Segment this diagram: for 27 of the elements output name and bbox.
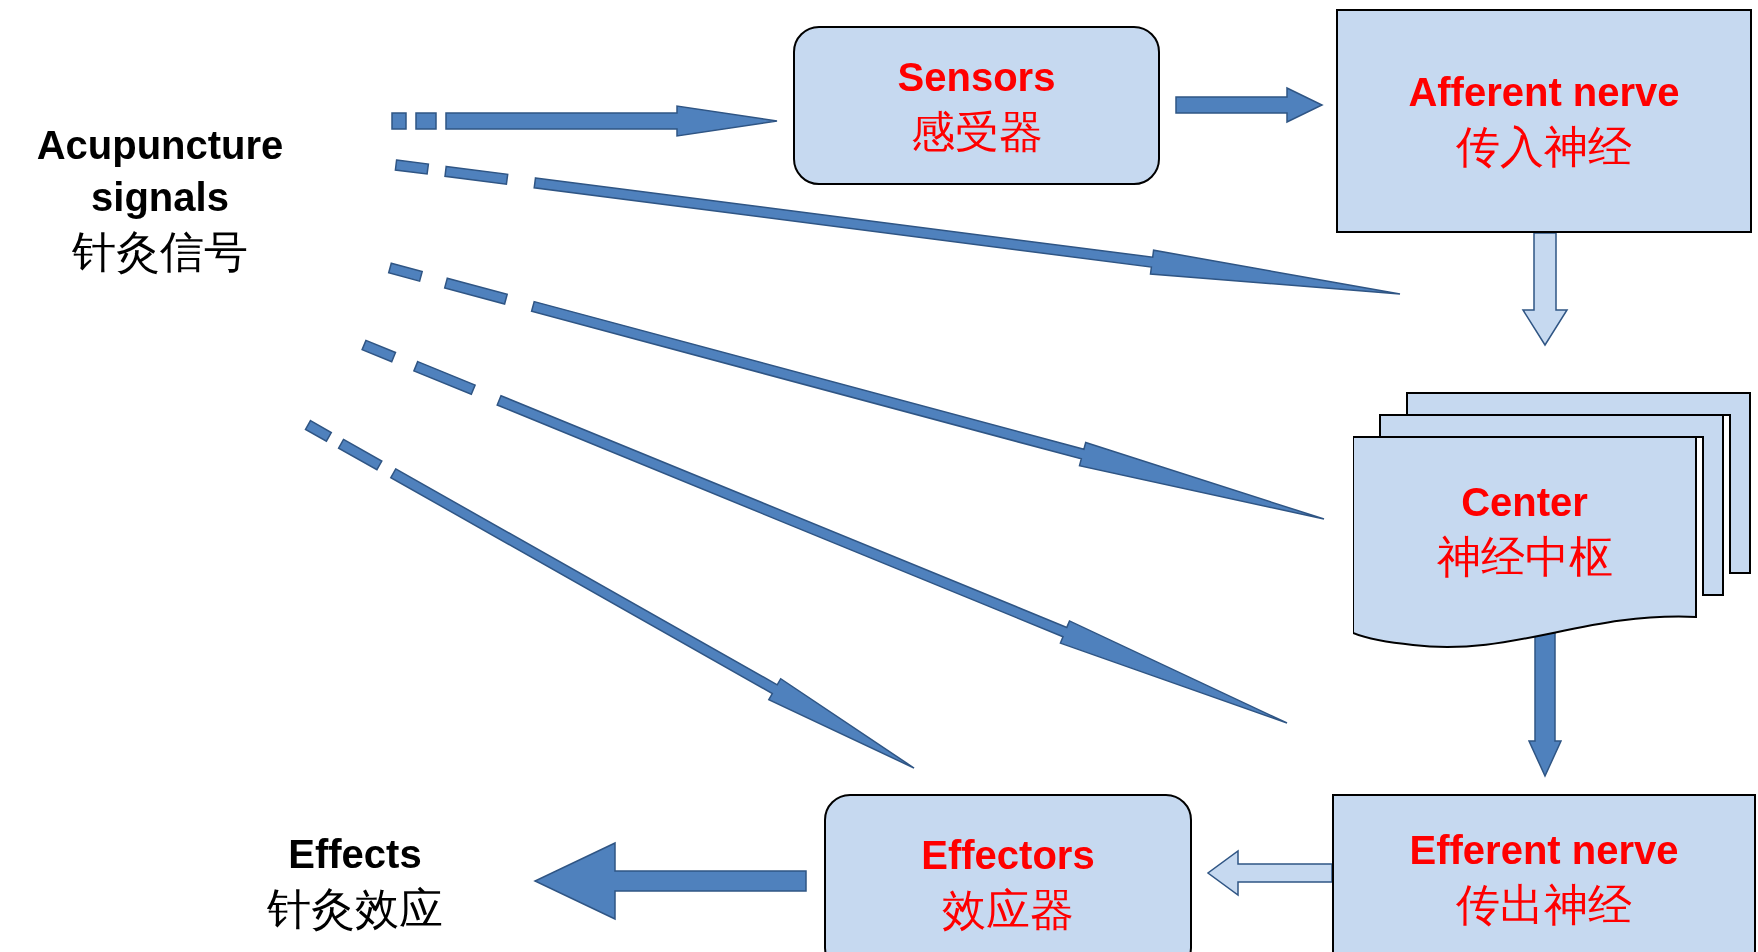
arrow (1206, 849, 1333, 897)
process-box (1336, 9, 1752, 233)
arrow (394, 159, 1401, 295)
arrow (1521, 232, 1569, 347)
chinese-label: 传出神经 (1456, 879, 1632, 932)
arrow (391, 105, 778, 137)
chinese-label: 传入神经 (1456, 121, 1632, 174)
chinese-label: 针灸效应 (267, 882, 443, 935)
box-title: Effectors (921, 832, 1095, 880)
arrow (387, 262, 1325, 520)
arrow (361, 339, 1288, 724)
rounded-box (824, 794, 1192, 952)
process-box (1332, 794, 1756, 952)
box-title: Center (1461, 479, 1588, 527)
signal-label: Effects (288, 830, 422, 878)
chinese-label: 效应器 (942, 884, 1074, 937)
signal-label: Acupuncture signals (35, 122, 285, 222)
rounded-box (793, 26, 1160, 185)
arrow (533, 841, 807, 921)
box-title: Efferent nerve (1409, 827, 1679, 875)
arrow (1175, 86, 1324, 124)
box-title: Afferent nerve (1408, 69, 1680, 117)
chinese-label: 感受器 (910, 105, 1043, 158)
arrow (304, 419, 915, 769)
chinese-label: 针灸信号 (72, 226, 248, 279)
chinese-label: 神经中枢 (1436, 531, 1613, 584)
box-title: Sensors (897, 53, 1056, 101)
